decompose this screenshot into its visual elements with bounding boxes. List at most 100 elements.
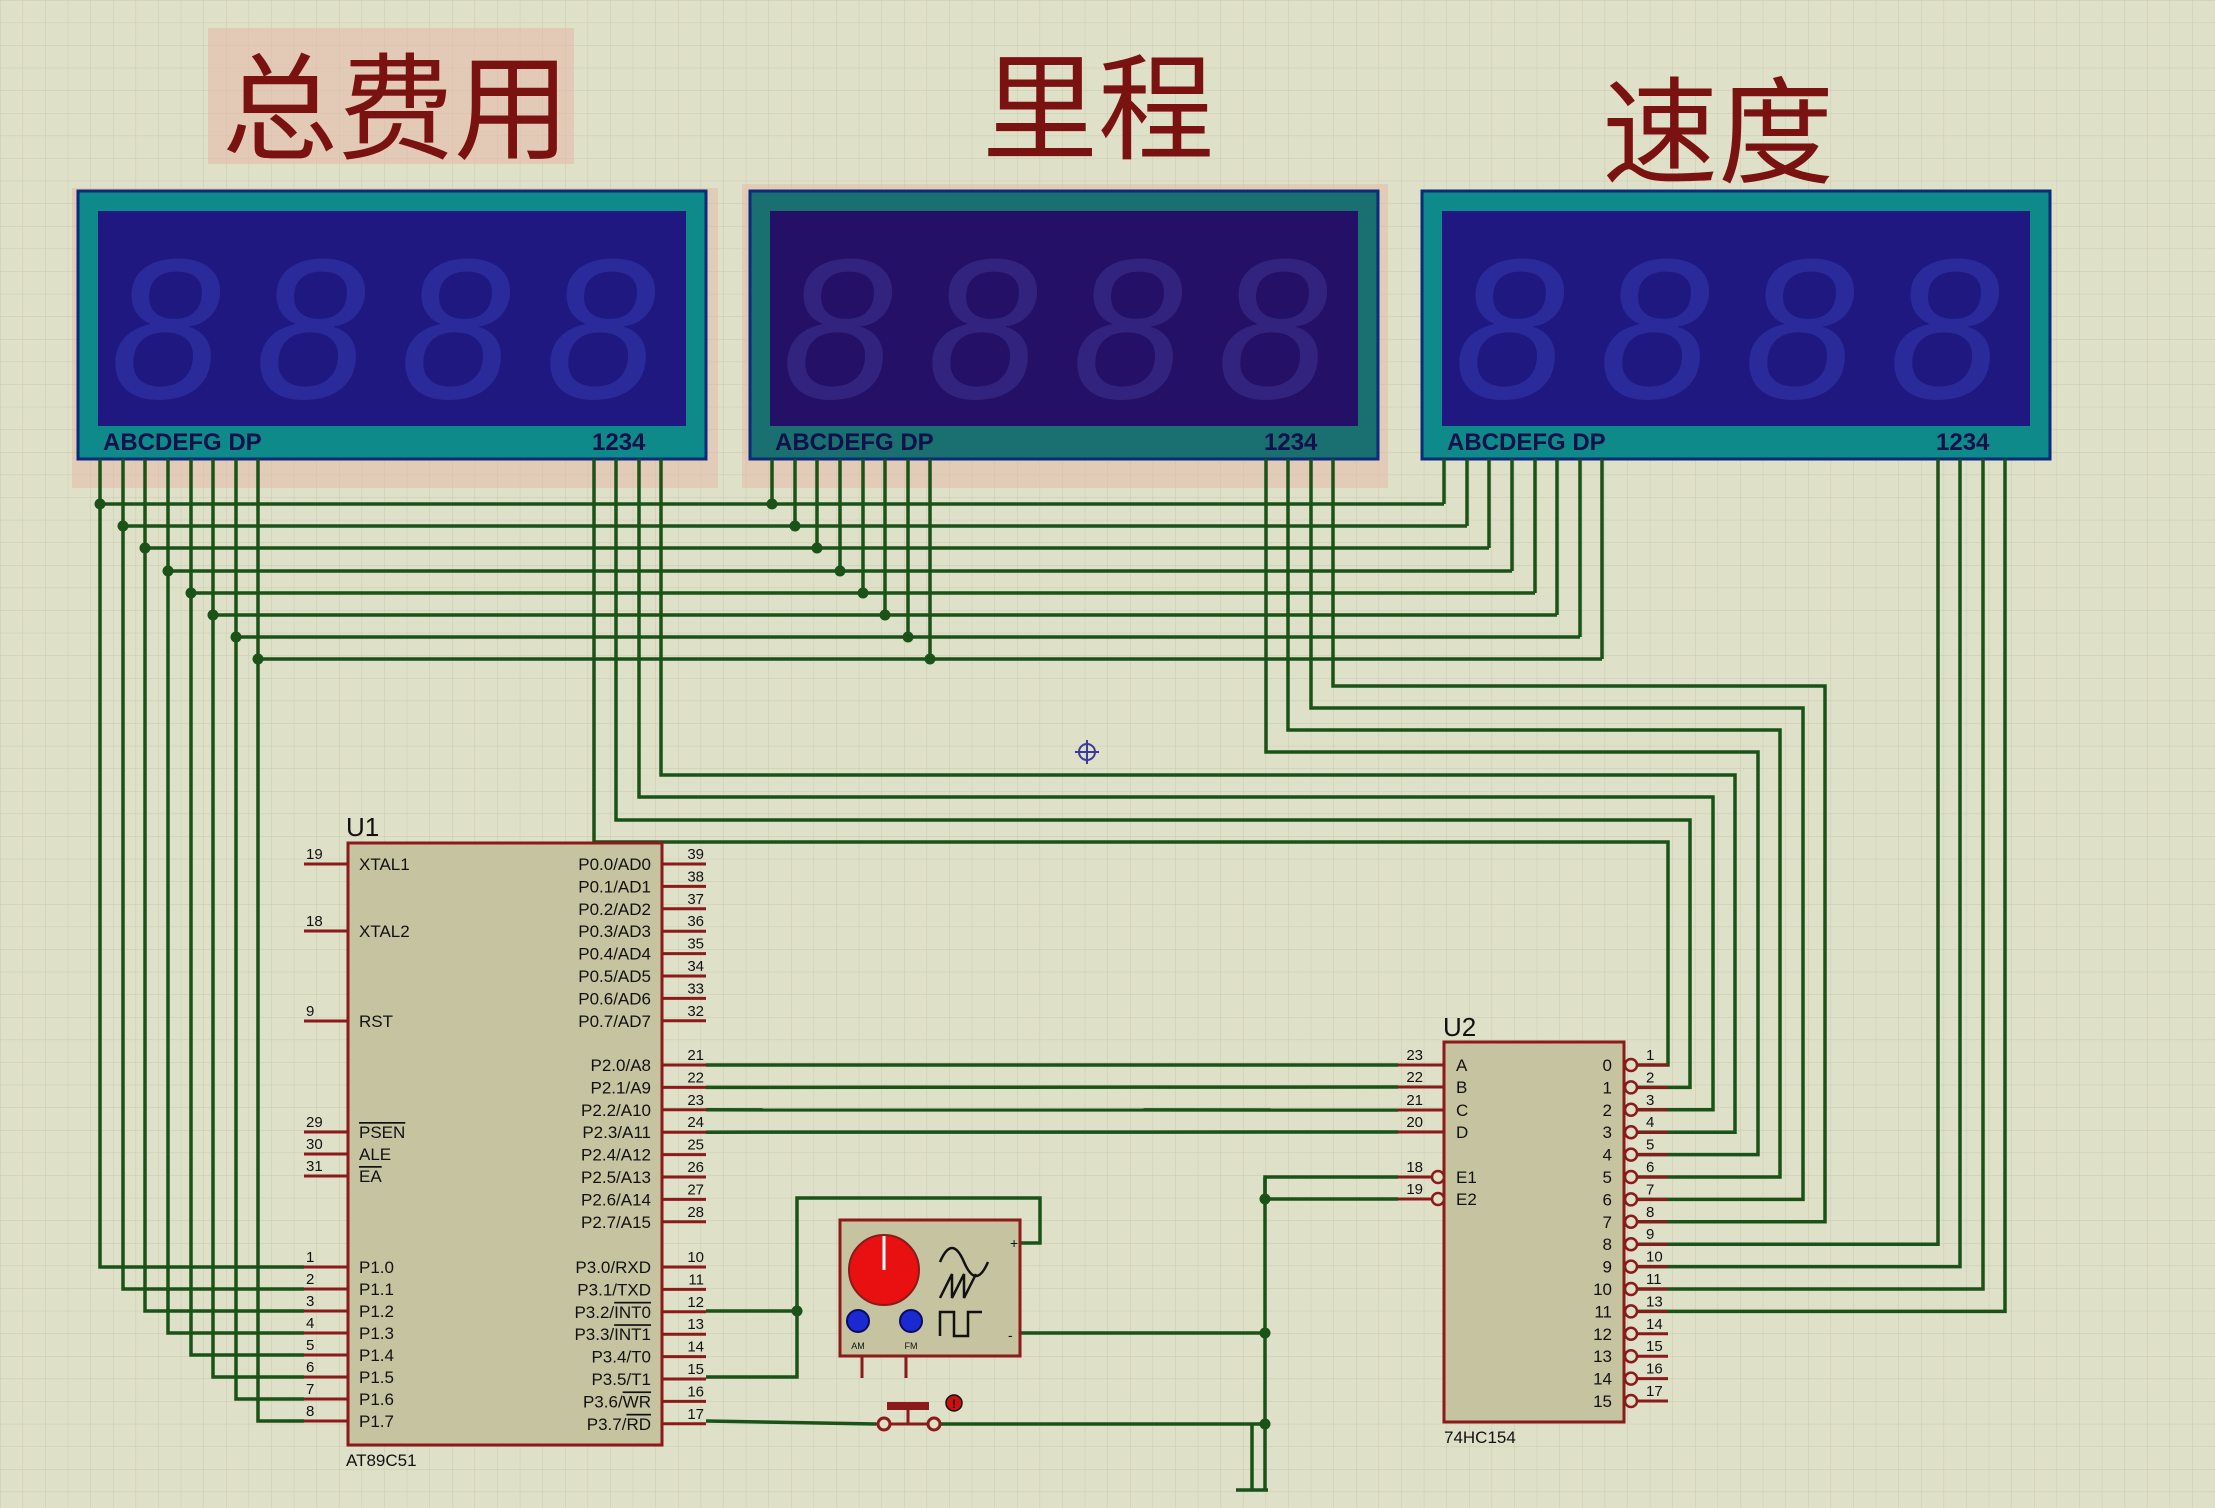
u1-pin-name: P0.2/AD2 [578,900,651,919]
u2-pin-number: 11 [1646,1271,1662,1288]
fm-knob[interactable] [899,1309,923,1333]
wire [705,1419,877,1426]
u1-pin-name: RST [359,1012,393,1031]
junction-dot [834,565,846,577]
wire [1286,459,1782,1179]
u1-pin-number: 3 [306,1293,314,1310]
digit-group: 8 8 8 8 [1454,218,2000,441]
u1-pin-number: 19 [306,846,323,863]
signal-generator[interactable]: AM FM + - [838,1218,1022,1378]
u2-pin-number: 23 [1406,1047,1423,1064]
u1-pin-number: 21 [687,1047,704,1064]
am-knob[interactable] [846,1309,870,1333]
u2-pin-name: 13 [1593,1347,1612,1366]
digit: 8 [545,218,656,441]
u1-pin-number: 18 [306,913,323,930]
digit: 8 [400,218,511,441]
display-screen [98,211,686,426]
u2-pin-name: 15 [1593,1392,1612,1411]
u2-pin-name: E1 [1456,1168,1477,1187]
u1-pin-number: 26 [687,1159,704,1176]
u2-pin-name: 14 [1593,1370,1612,1389]
u1-pin-name: P1.3 [359,1324,394,1343]
u1-pin-name: P2.4/A12 [581,1146,651,1165]
u1-pin-number: 33 [687,980,704,997]
u1-pin-name: XTAL2 [359,922,410,941]
u2-pin-name: C [1456,1101,1468,1120]
u2-pin-number: 8 [1646,1204,1654,1221]
junction-dot [230,631,242,643]
u2-inverter-bubble [1623,1080,1639,1095]
wire [1264,459,1760,1157]
wire [1331,459,1827,1224]
u2-inverter-bubble [1623,1057,1639,1073]
u2-pin-number: 17 [1646,1383,1663,1400]
junction-dot [791,1305,803,1317]
u1-pin-number: 6 [306,1359,314,1376]
junction-dot [185,587,197,599]
u1-pin-number: 32 [687,1003,704,1020]
u2-inverter-bubble [1430,1169,1446,1185]
u1-pin-name: P0.4/AD4 [578,945,651,964]
u1-pin-number: 37 [687,891,704,908]
wire [121,526,304,1291]
u1-part: AT89C51 [346,1451,417,1470]
u2-pin-number: 4 [1646,1114,1654,1131]
u2-pin-number: 13 [1646,1293,1663,1310]
u2-pin-number: 22 [1406,1069,1423,1086]
u1-pin-number: 14 [687,1339,704,1356]
wire [1637,459,2007,1314]
wire [1637,459,1985,1291]
u2-inverter-bubble [1623,1169,1639,1185]
u1-pin-number: 29 [306,1114,323,1131]
u1-pin-name: P2.3/A11 [582,1123,651,1142]
u2-pin-name: 6 [1603,1190,1612,1209]
u2-pin-number: 18 [1406,1159,1423,1176]
digit: 8 [1217,218,1328,441]
segment-pin-label: ABCDEFG DP [103,429,262,456]
wire [1309,459,1805,1202]
u1-pin-name: P0.1/AD1 [578,877,651,896]
button-badge-text: ! [952,1397,956,1411]
u2-part: 74HC154 [1444,1428,1516,1447]
u2-pin-number: 16 [1646,1361,1663,1378]
ground-symbol [1236,1424,1268,1492]
u1-pin-name: P1.0 [359,1258,394,1277]
u1-pin-name: P3.5/T1 [591,1370,651,1389]
u2-pin-name: 0 [1603,1056,1612,1075]
junction-dot [1259,1418,1271,1430]
u1-microcontroller[interactable]: U1 AT89C51 19XTAL118XTAL29RST29PSEN30ALE… [304,812,706,1470]
u1-pin-name: P0.0/AD0 [578,855,651,874]
u2-pin-number: 9 [1646,1226,1654,1243]
u1-pin-name: P2.6/A14 [581,1190,651,1209]
u1-pin-name: P2.1/A9 [591,1078,652,1097]
title-total-fee: 总费用 [222,43,570,178]
u2-pin-number: 1 [1646,1047,1654,1064]
title-mileage: 里程 [982,43,1214,178]
u1-pin-name: P3.0/RXD [575,1258,651,1277]
u1-pin-name: P0.7/AD7 [578,1012,651,1031]
display-screen [1442,211,2030,426]
push-button[interactable]: ! [876,1394,963,1432]
display-speed: 8 8 8 8 ABCDEFG DP 1234 [1420,189,2052,461]
u1-pin-number: 22 [687,1069,704,1086]
u1-pin-number: 12 [687,1294,704,1311]
u2-pin-name: 9 [1603,1258,1612,1277]
wire [614,459,1692,1090]
u2-inverter-bubble [1623,1326,1639,1342]
button-actuator[interactable] [887,1402,929,1410]
generator-minus: - [1008,1327,1013,1343]
u1-pin-name: P1.1 [359,1280,394,1299]
u2-pin-name: 7 [1603,1213,1612,1232]
button-badge[interactable] [945,1394,963,1412]
u2-inverter-bubble [1623,1393,1639,1409]
u1-pin-number: 17 [687,1406,704,1423]
u1-pin-number: 1 [306,1249,314,1266]
wire [189,593,304,1357]
u1-pin-number: 11 [688,1271,704,1288]
wire [706,1196,1042,1313]
u1-pin-number: 34 [687,958,704,975]
junction-dot [811,542,823,554]
